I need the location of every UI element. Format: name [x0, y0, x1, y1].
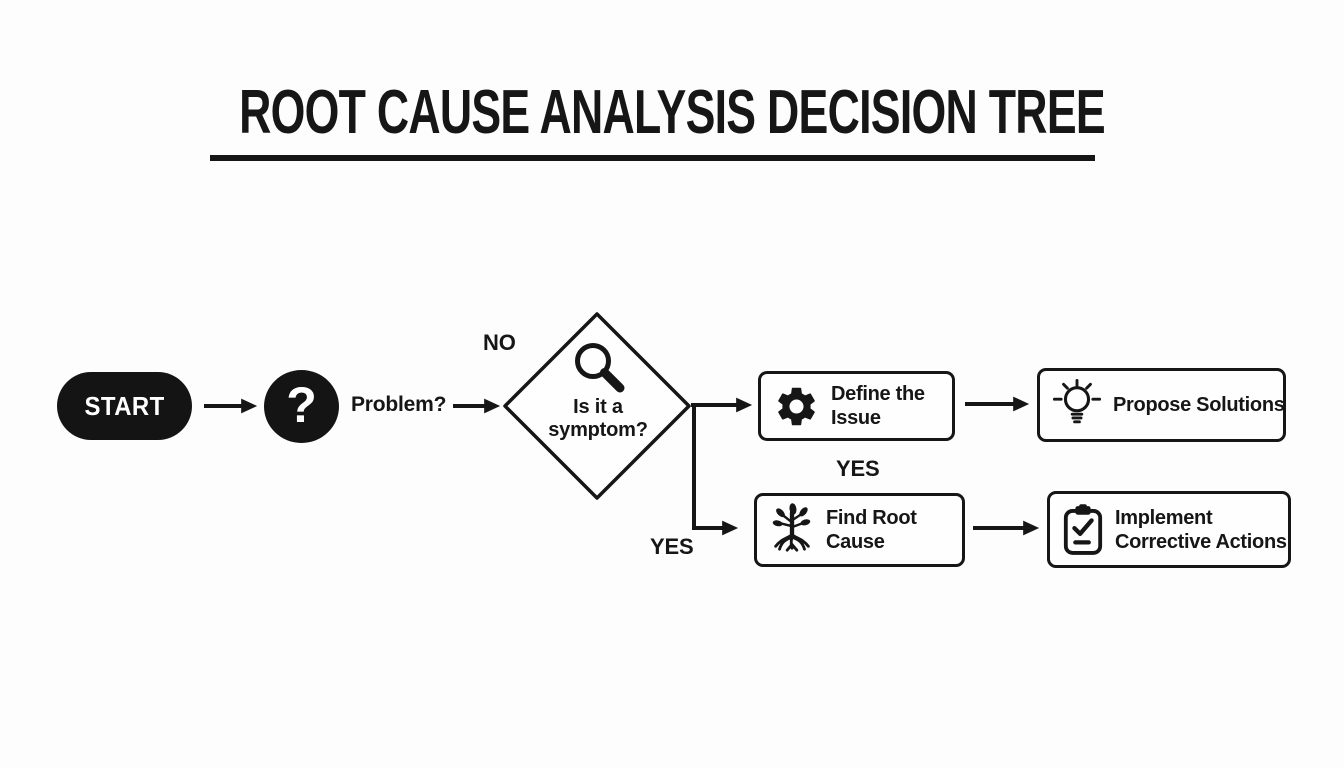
define-issue-node: Define the Issue	[758, 371, 955, 441]
propose-solutions-label: Propose Solutions	[1113, 393, 1285, 417]
find-root-cause-line1: Find Root	[826, 507, 917, 529]
decision-label-line1: Is it a	[573, 396, 623, 418]
find-root-cause-label: Find Root Cause	[826, 506, 917, 554]
define-issue-line1: Define the	[831, 383, 925, 405]
start-label: START	[84, 390, 165, 421]
edge-label-yes-bottom: YES	[650, 534, 694, 559]
propose-solutions-line1: Propose Solutions	[1113, 394, 1285, 416]
implement-corrective-actions-node: Implement Corrective Actions	[1047, 491, 1291, 568]
start-node: START	[57, 372, 192, 440]
decision-label: Is it a symptom?	[507, 396, 689, 442]
implement-line2: Corrective Actions	[1115, 530, 1287, 553]
propose-solutions-node: Propose Solutions	[1037, 368, 1286, 442]
clipboard-check-icon	[1063, 503, 1103, 555]
decision-label-line2: symptom?	[548, 419, 648, 441]
title-underline	[210, 155, 1095, 161]
page-title: ROOT CAUSE ANALYSIS DECISION TREE	[239, 78, 1106, 147]
find-root-cause-line2: Cause	[826, 531, 885, 553]
magnifier-icon	[575, 343, 625, 393]
implement-corrective-actions-label: Implement Corrective Actions	[1115, 506, 1287, 554]
define-issue-line2: Issue	[831, 407, 881, 429]
connector-decision-yes-to-find	[692, 407, 739, 536]
gear-icon	[778, 387, 815, 425]
implement-line1: Implement	[1115, 506, 1213, 529]
find-root-cause-node: Find Root Cause	[754, 493, 965, 567]
decision-diamond	[503, 312, 691, 500]
edge-label-no: NO	[483, 330, 516, 355]
problem-label: Problem?	[351, 393, 447, 416]
define-issue-label: Define the Issue	[831, 382, 925, 430]
question-mark-icon: ?	[286, 376, 317, 433]
tree-roots-icon	[772, 503, 811, 552]
lightbulb-icon	[1052, 379, 1102, 424]
problem-node: ?	[264, 370, 339, 443]
edge-label-yes-top: YES	[836, 456, 880, 481]
